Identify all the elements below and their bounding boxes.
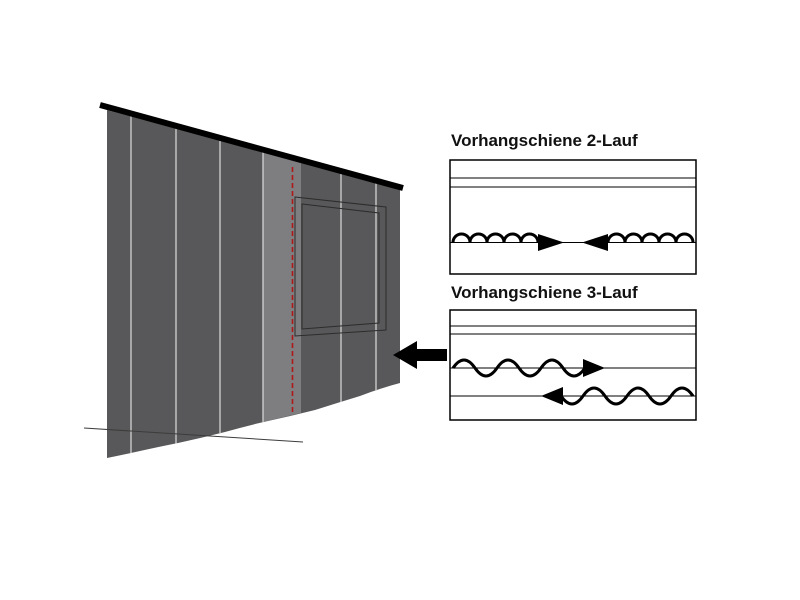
- curtain-light-panel: [263, 152, 301, 422]
- curtain-fold-lines: [130, 116, 377, 453]
- right-arrow-icon: [538, 234, 564, 251]
- curtain-wave-bottom: [559, 386, 695, 406]
- rail-2-track-box: [449, 159, 697, 275]
- curtain-body: [107, 110, 400, 458]
- curtain-scallops-right: [606, 232, 695, 243]
- curtain-illustration: [83, 102, 404, 458]
- right-arrow-icon: [583, 359, 605, 377]
- rail-2-track-title: Vorhangschiene 2-Lauf: [451, 131, 638, 150]
- rail-3-track-title: Vorhangschiene 3-Lauf: [451, 283, 638, 302]
- left-arrow-icon: [393, 341, 447, 369]
- rail-3-track-box: [449, 309, 697, 421]
- curtain-rail-bar: [99, 102, 404, 191]
- left-arrow-icon: [582, 234, 608, 251]
- rail-2-track-lines: [450, 177, 696, 243]
- floor-edge-line: [83, 427, 304, 443]
- left-arrow-icon: [541, 387, 563, 405]
- window-frame: [294, 196, 387, 337]
- curtain-wave-top: [451, 358, 587, 378]
- rail-3-track-lines: [450, 325, 696, 397]
- rail-3-track-frame: [449, 309, 697, 421]
- curtain-scallops-left: [451, 232, 540, 243]
- rail-2-track-frame: [449, 159, 697, 275]
